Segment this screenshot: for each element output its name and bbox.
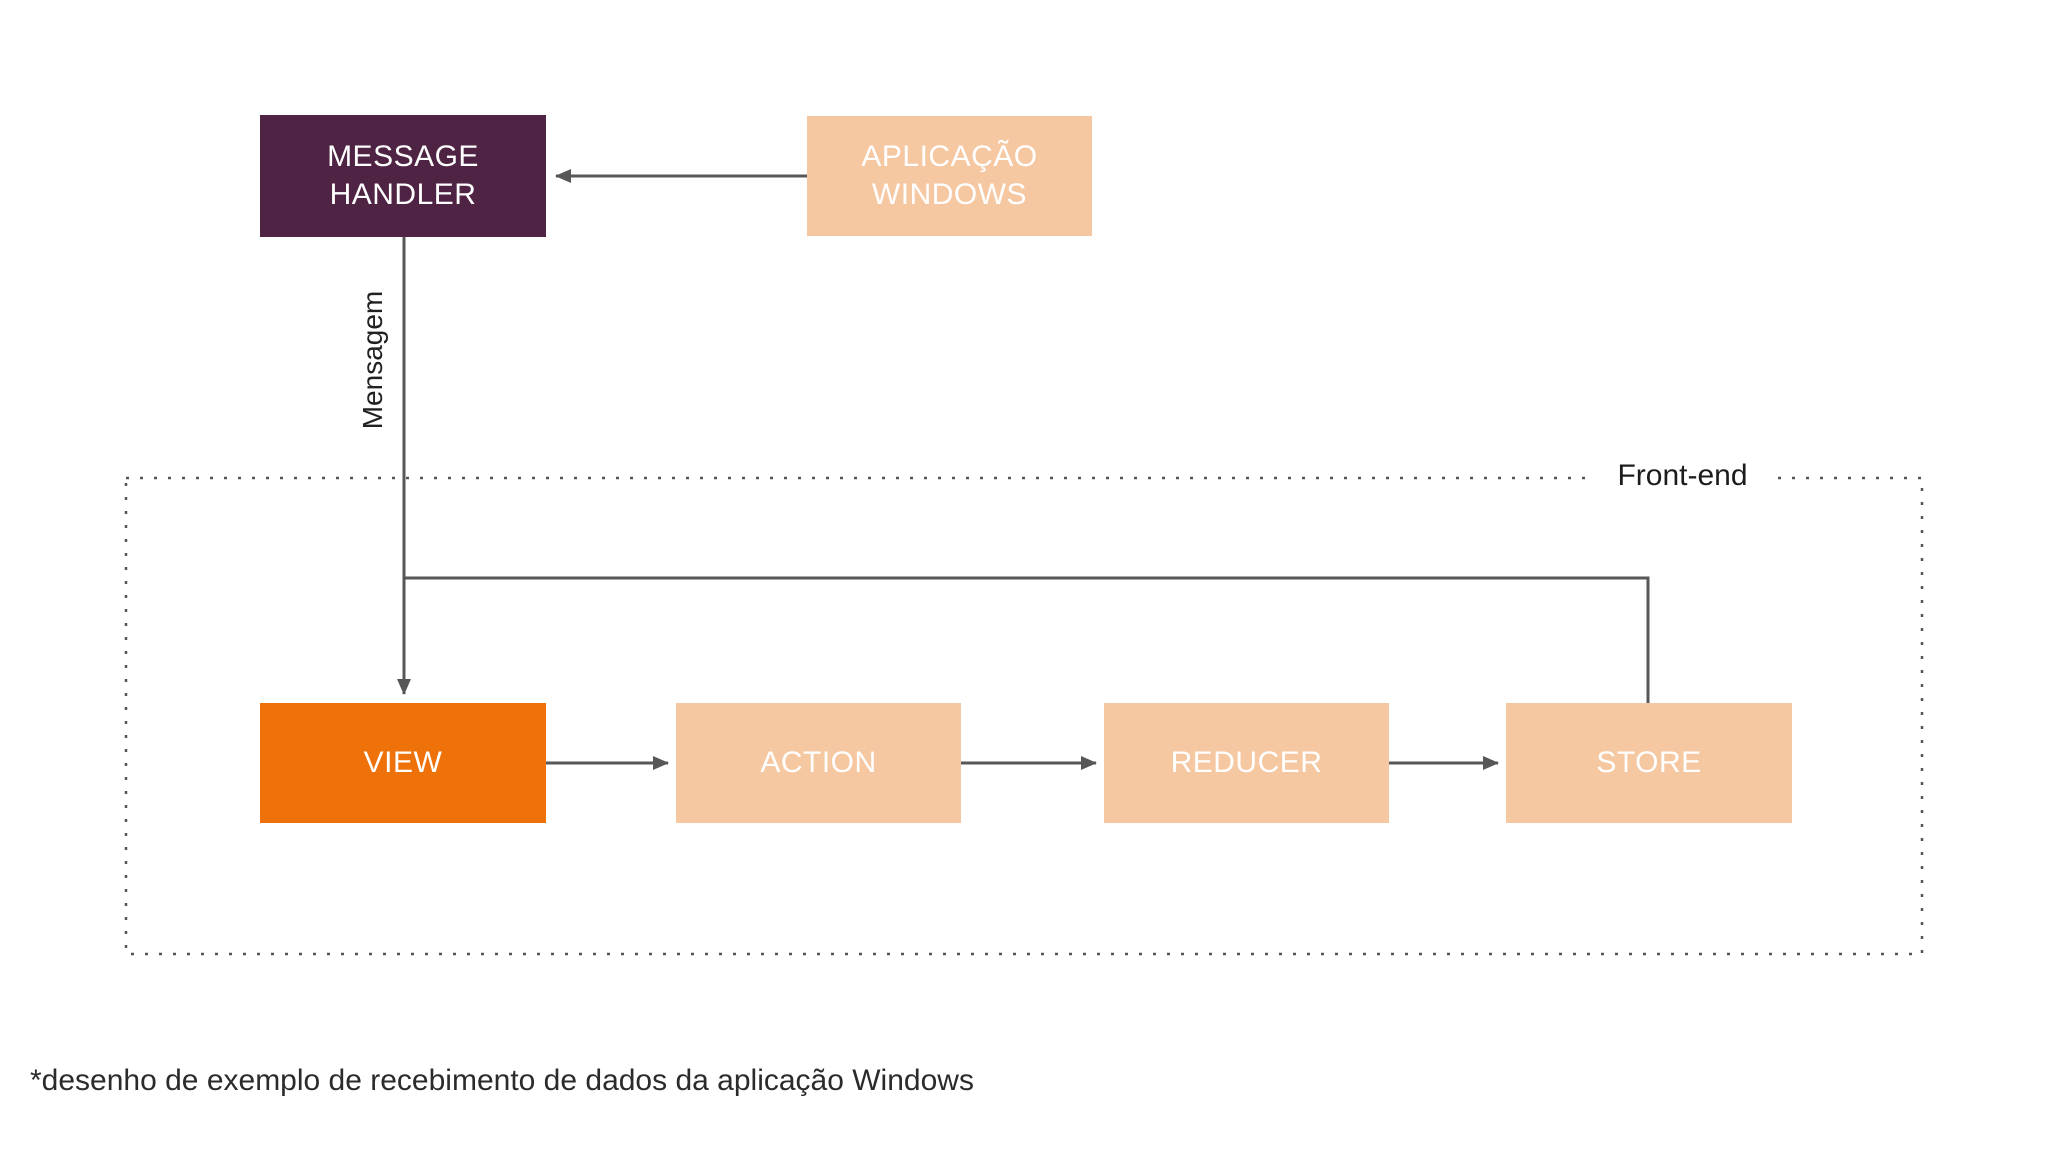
node-store: STORE <box>1506 703 1792 823</box>
node-action-label: ACTION <box>760 746 877 779</box>
node-action: ACTION <box>676 703 961 823</box>
diagram-footnote: *desenho de exemplo de recebimento de da… <box>30 1064 974 1097</box>
frontend-frame-border <box>124 476 1924 956</box>
node-store-label: STORE <box>1596 746 1702 779</box>
node-reducer-label: REDUCER <box>1170 746 1323 779</box>
node-reducer: REDUCER <box>1104 703 1389 823</box>
frontend-frame-label: Front-end <box>1595 457 1770 495</box>
node-message-handler-label: MESSAGE HANDLER <box>327 140 479 211</box>
mensagem-edge-label: Mensagem <box>357 290 388 430</box>
node-message-handler: MESSAGE HANDLER <box>260 115 546 237</box>
node-aplicacao-windows-label: APLICAÇÃO WINDOWS <box>861 140 1038 211</box>
node-aplicacao-windows: APLICAÇÃO WINDOWS <box>807 116 1092 236</box>
node-view-label: VIEW <box>363 746 443 779</box>
node-view: VIEW <box>260 703 546 823</box>
line-store-to-view-branch <box>404 576 1650 703</box>
